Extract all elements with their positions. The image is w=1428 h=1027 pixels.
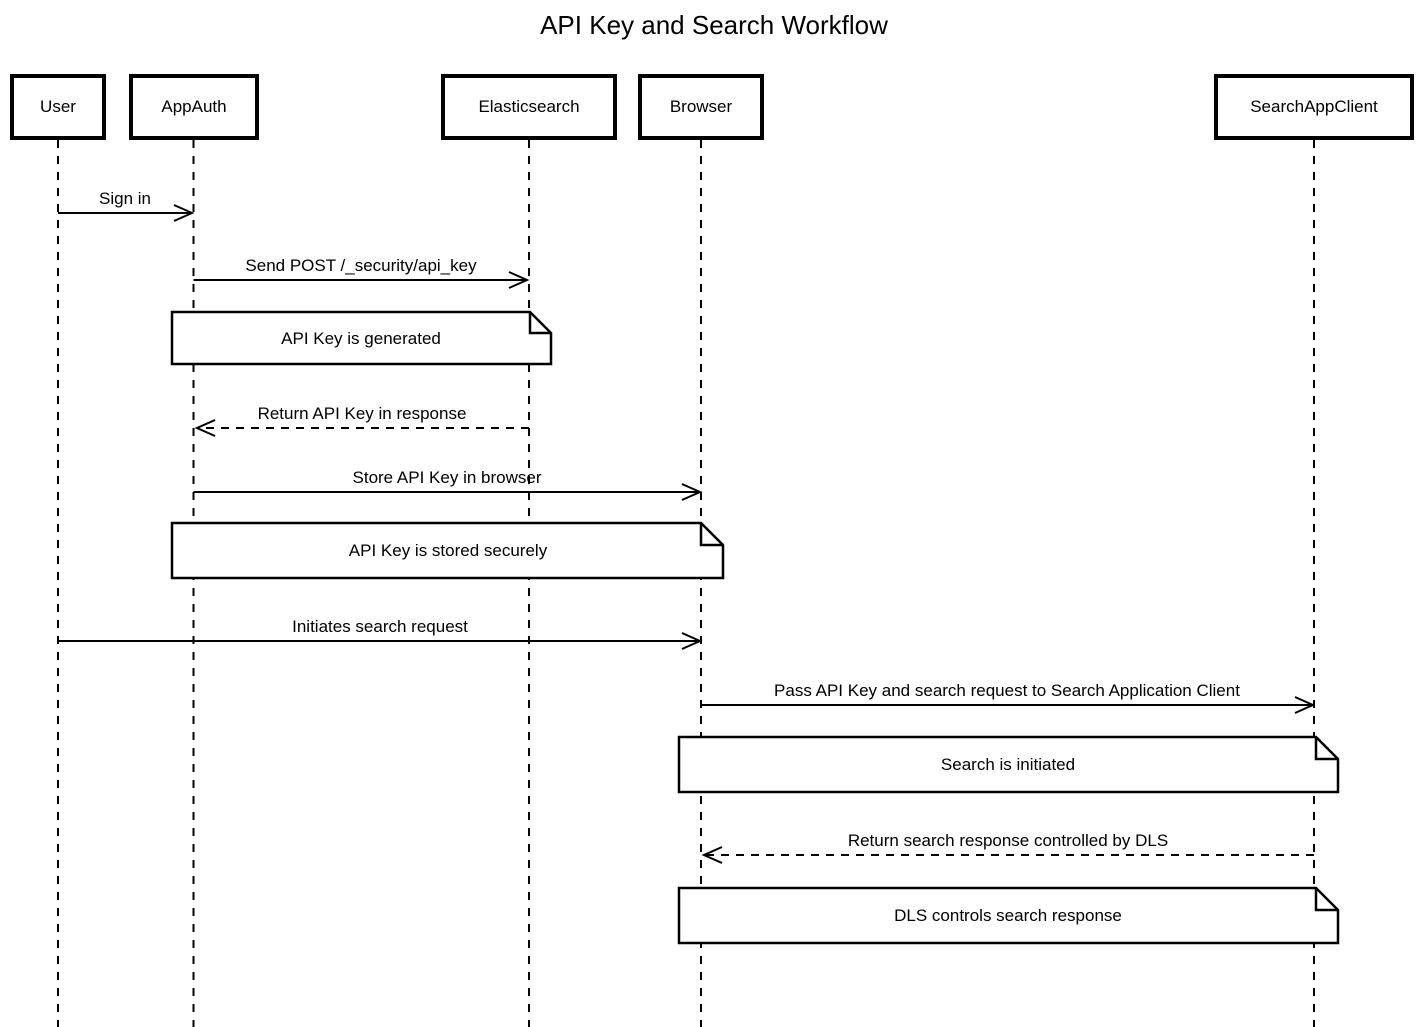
message-arrow-return-search-response bbox=[701, 846, 1314, 864]
participant-appauth: AppAuth bbox=[129, 74, 259, 140]
participant-browser: Browser bbox=[638, 74, 764, 140]
arrowhead-left-icon bbox=[701, 846, 723, 864]
message-arrow-pass-api-key bbox=[701, 696, 1316, 714]
note-label-api-key-generated: API Key is generated bbox=[281, 329, 441, 348]
note-label-search-initiated: Search is initiated bbox=[940, 755, 1076, 774]
message-label-return-search-response: Return search response controlled by DLS bbox=[847, 831, 1169, 850]
note-label-dls-controls: DLS controls search response bbox=[894, 906, 1122, 925]
message-arrow-store-api-key bbox=[193, 483, 703, 501]
message-arrow-send-post bbox=[193, 271, 530, 289]
message-label-sign-in: Sign in bbox=[99, 189, 151, 208]
message-label-send-post: Send POST /_security/api_key bbox=[245, 256, 477, 275]
diagram-title: API Key and Search Workflow bbox=[540, 10, 888, 40]
message-label-store-api-key: Store API Key in browser bbox=[352, 468, 542, 487]
note-fold-icon bbox=[1314, 888, 1338, 912]
participant-searchappclient: SearchAppClient bbox=[1214, 74, 1414, 140]
arrowhead-right-icon bbox=[173, 204, 195, 222]
message-arrow-return-api-key bbox=[194, 419, 529, 437]
note-fold-icon bbox=[699, 523, 723, 547]
note-shape-search-initiated bbox=[677, 735, 1340, 794]
participant-elasticsearch: Elasticsearch bbox=[441, 74, 617, 140]
note-shape-api-key-stored bbox=[170, 521, 725, 580]
note-body bbox=[170, 521, 725, 580]
note-shape-dls-controls bbox=[677, 886, 1340, 945]
message-label-return-api-key: Return API Key in response bbox=[257, 404, 467, 423]
message-arrow-sign-in bbox=[58, 204, 195, 222]
arrowhead-right-icon bbox=[1294, 696, 1316, 714]
arrowhead-right-icon bbox=[508, 271, 530, 289]
participant-elasticsearch-label: Elasticsearch bbox=[478, 97, 580, 116]
participant-searchappclient-label: SearchAppClient bbox=[1250, 97, 1378, 116]
participant-browser-label: Browser bbox=[669, 97, 733, 116]
note-fold-icon bbox=[1314, 737, 1338, 761]
note-body bbox=[677, 735, 1340, 794]
note-shape-api-key-generated bbox=[170, 310, 553, 366]
message-label-initiates-search: Initiates search request bbox=[292, 617, 468, 636]
note-label-api-key-stored: API Key is stored securely bbox=[348, 541, 548, 560]
message-arrow-initiates-search bbox=[58, 632, 703, 650]
arrowhead-left-icon bbox=[194, 419, 216, 437]
note-fold-icon bbox=[528, 312, 551, 335]
note-body bbox=[170, 310, 553, 366]
message-label-pass-api-key: Pass API Key and search request to Searc… bbox=[774, 681, 1240, 700]
participant-user-label: User bbox=[40, 97, 76, 116]
arrowhead-right-icon bbox=[681, 632, 703, 650]
note-body bbox=[677, 886, 1340, 945]
arrowhead-right-icon bbox=[681, 483, 703, 501]
participant-user: User bbox=[10, 74, 106, 140]
participant-appauth-label: AppAuth bbox=[161, 97, 227, 116]
